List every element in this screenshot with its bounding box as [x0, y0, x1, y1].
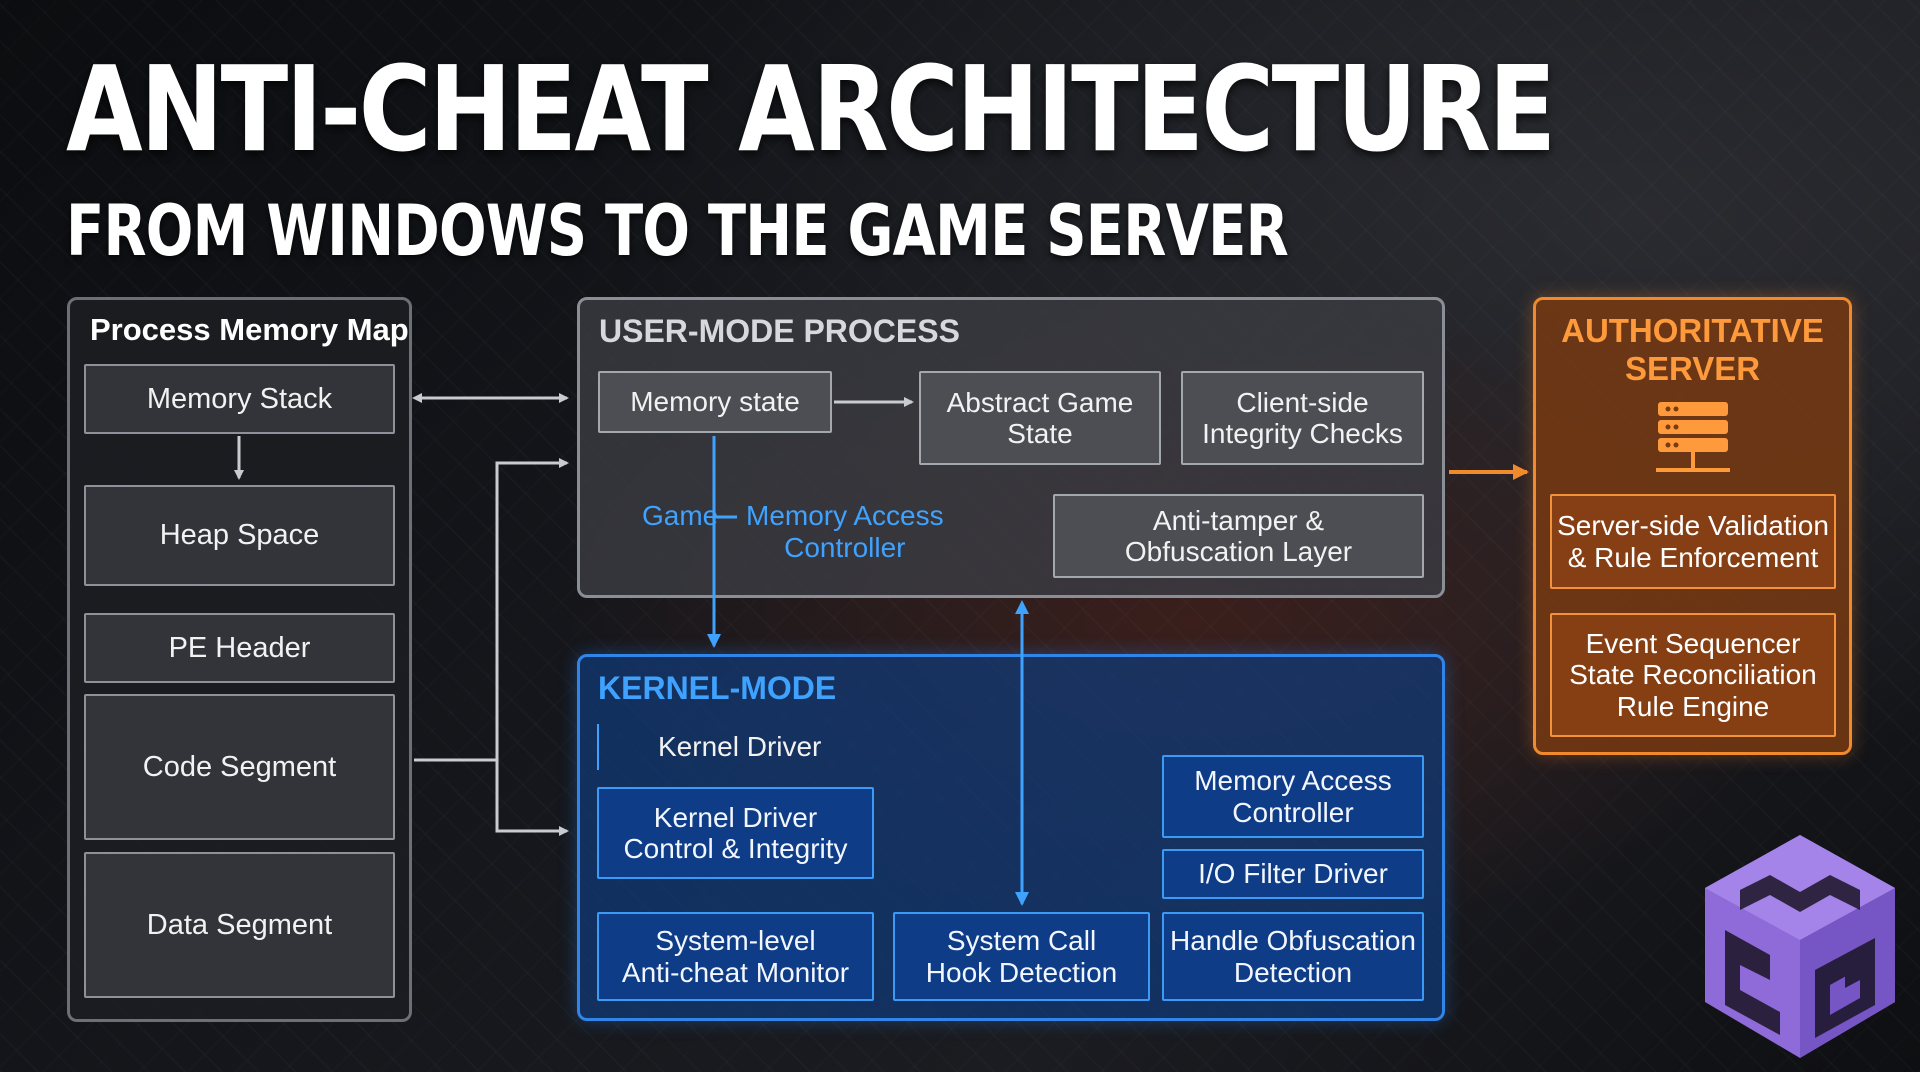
anti-tamper-box[interactable]: Anti-tamper & Obfuscation Layer	[1053, 494, 1424, 578]
msg-cube-logo	[1705, 835, 1895, 1058]
kernel-driver-label: Kernel Driver	[658, 731, 822, 762]
syscall-hook-detection-box[interactable]: System Call Hook Detection	[893, 912, 1150, 1001]
page-subtitle: FROM WINDOWS TO THE GAME SERVER	[66, 190, 1289, 272]
memory-state-box[interactable]: Memory state	[598, 371, 832, 433]
code-usermode-arrow	[414, 458, 569, 762]
abstract-game-state-box[interactable]: Abstract Game State	[919, 371, 1161, 465]
kernel-driver-control-box[interactable]: Kernel Driver Control & Integrity	[597, 787, 874, 879]
io-filter-driver-box[interactable]: I/O Filter Driver	[1162, 849, 1424, 899]
memory-map-heading: Process Memory Map	[90, 312, 409, 347]
kernel-mode-heading: KERNEL-MODE	[598, 670, 837, 706]
server-heading: AUTHORITATIVE SERVER	[1561, 312, 1824, 387]
pe-header-box[interactable]: PE Header	[84, 613, 395, 683]
heap-space-box[interactable]: Heap Space	[84, 485, 395, 586]
data-segment-box[interactable]: Data Segment	[84, 852, 395, 998]
handle-obfuscation-box[interactable]: Handle Obfuscation Detection	[1162, 912, 1424, 1001]
event-sequencer-box[interactable]: Event Sequencer State Reconciliation Rul…	[1550, 613, 1836, 737]
client-integrity-checks-box[interactable]: Client-side Integrity Checks	[1181, 371, 1424, 465]
code-segment-box[interactable]: Code Segment	[84, 694, 395, 840]
game-label: Game	[642, 500, 719, 531]
code-kernel-arrow	[495, 760, 569, 836]
memory-stack-box[interactable]: Memory Stack	[84, 364, 395, 434]
kernel-memory-access-box[interactable]: Memory Access Controller	[1162, 755, 1424, 838]
server-stack-icon	[1656, 402, 1730, 472]
memory-access-controller-label: Memory Access Controller	[746, 500, 944, 564]
page-title: ANTI-CHEAT ARCHITECTURE	[66, 40, 1556, 178]
server-validation-box[interactable]: Server-side Validation & Rule Enforcemen…	[1550, 494, 1836, 589]
system-anticheat-monitor-box[interactable]: System-level Anti-cheat Monitor	[597, 912, 874, 1001]
user-mode-heading: USER-MODE PROCESS	[599, 313, 960, 349]
